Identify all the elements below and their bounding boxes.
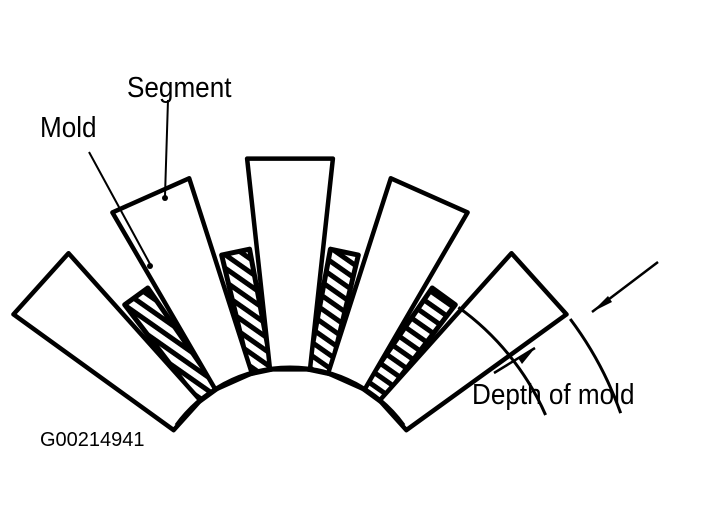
depth-of-mold-label: Depth of mold: [472, 379, 635, 411]
mold-depth-arc: [457, 306, 547, 416]
mold-leader-line: [88, 151, 151, 265]
figure-code: G00214941: [40, 429, 145, 451]
mold-label: Mold: [40, 112, 97, 144]
mold-leader-dot: [147, 263, 153, 269]
arrow-head-upper: [592, 296, 612, 312]
inner-arc: [174, 365, 406, 428]
segment-leader-line: [164, 99, 169, 197]
segment-label: Segment: [127, 72, 232, 104]
outer-arc: [569, 318, 623, 414]
arrow-head-lower: [518, 348, 535, 364]
segment-leader-dot: [162, 195, 168, 201]
